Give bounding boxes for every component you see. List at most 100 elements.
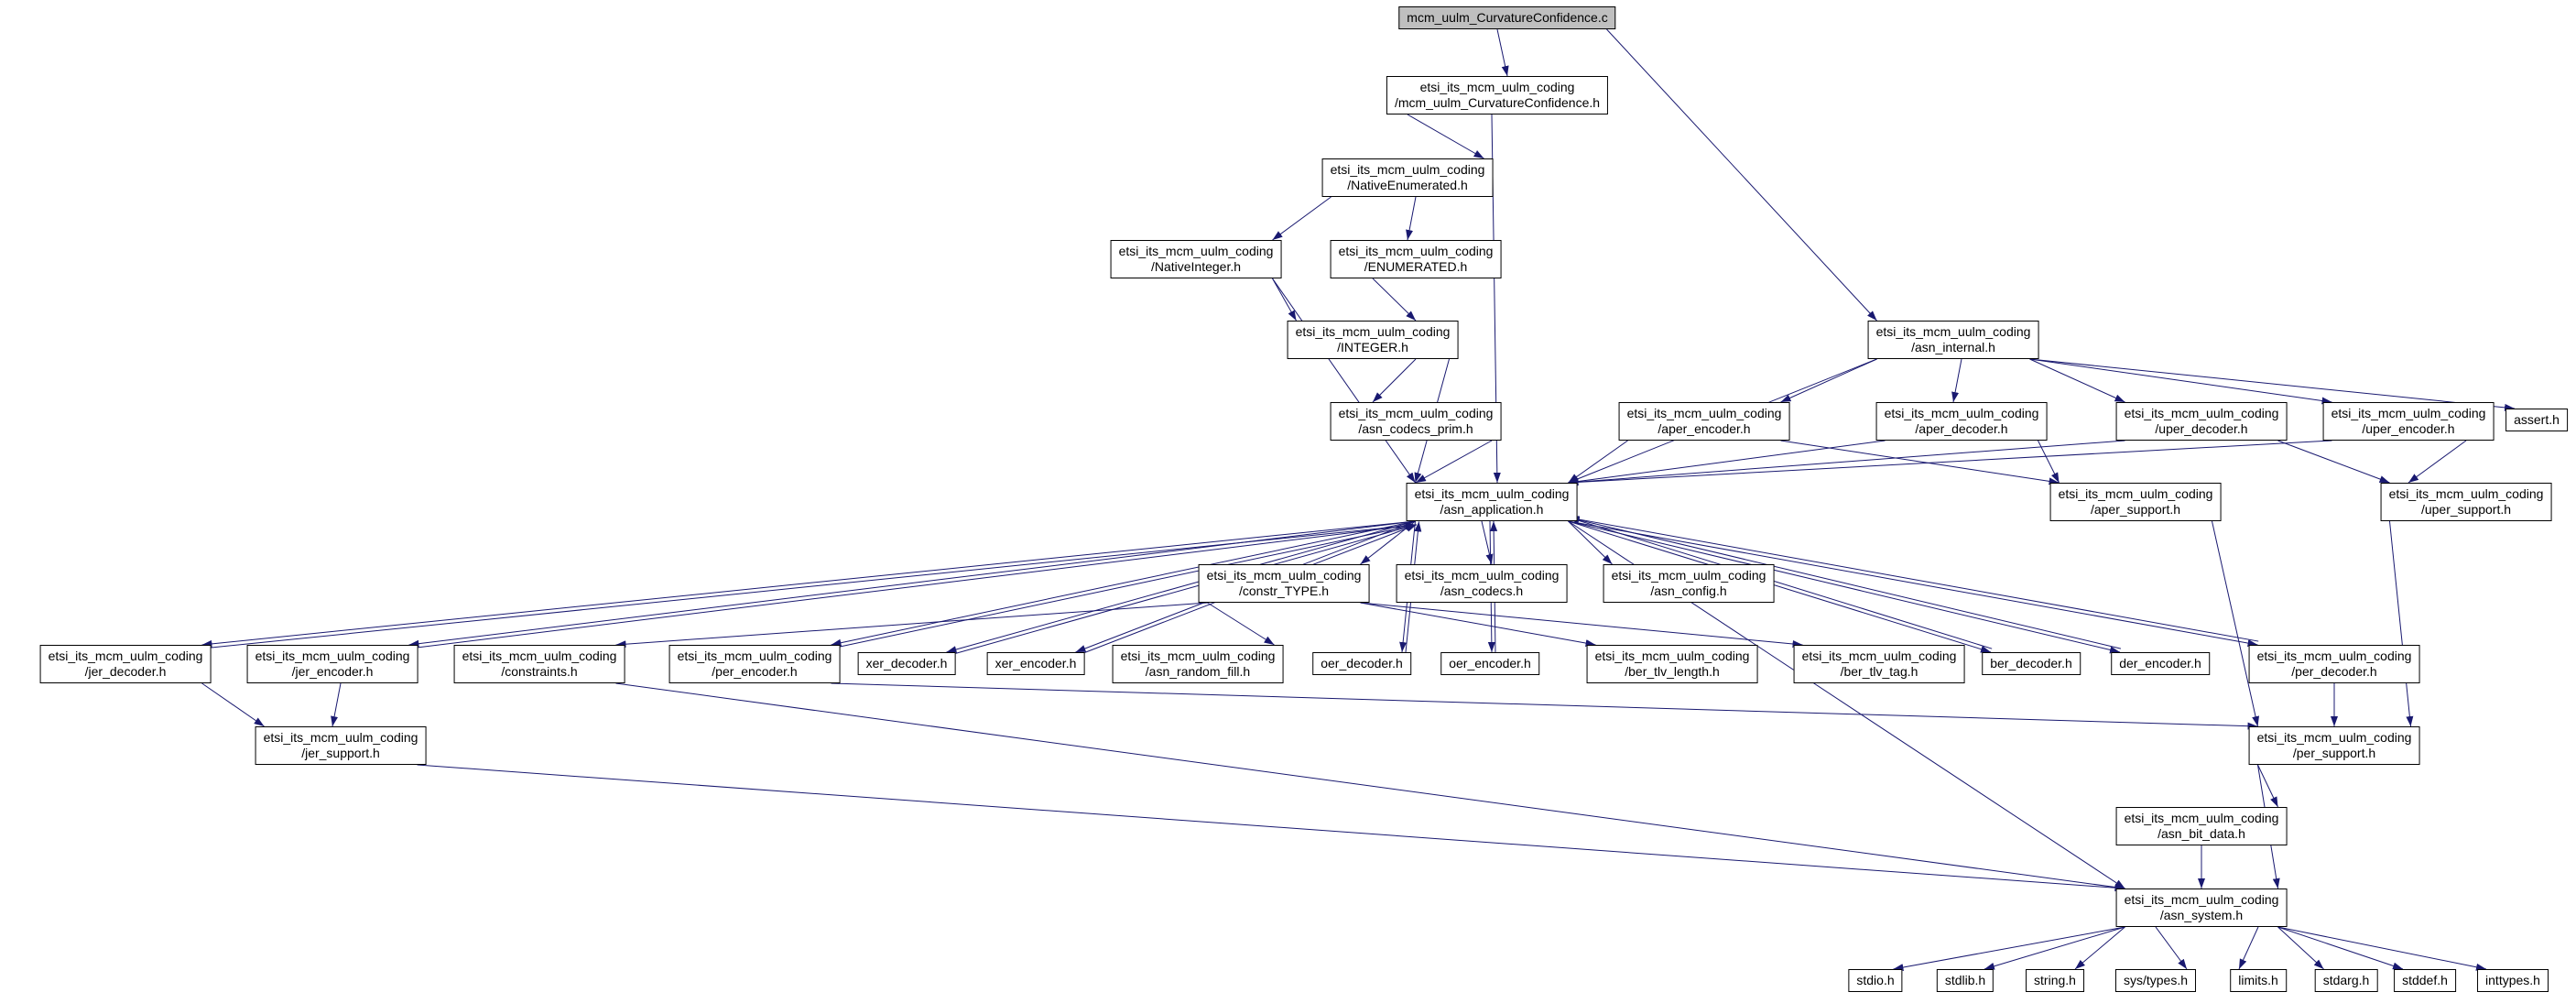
node-label: etsi_its_mcm_uulm_coding [1330,162,1485,177]
graph-node-der_encoder[interactable]: der_encoder.h [2111,652,2210,675]
node-label: etsi_its_mcm_uulm_coding [1404,568,1560,583]
graph-node-xer_encoder[interactable]: xer_encoder.h [986,652,1085,675]
node-label: etsi_its_mcm_uulm_coding [1338,244,1494,258]
graph-node-asn_system[interactable]: etsi_its_mcm_uulm_coding/asn_system.h [2115,889,2288,927]
node-label: etsi_its_mcm_uulm_coding [2124,811,2279,825]
graph-node-native_integer[interactable]: etsi_its_mcm_uulm_coding/NativeInteger.h [1110,240,1282,278]
node-label: etsi_its_mcm_uulm_coding [462,649,617,663]
graph-node-enumerated[interactable]: etsi_its_mcm_uulm_coding/ENUMERATED.h [1330,240,1502,278]
graph-node-aper_support[interactable]: etsi_its_mcm_uulm_coding/aper_support.h [2049,483,2222,521]
graph-node-jer_encoder[interactable]: etsi_its_mcm_uulm_coding/jer_encoder.h [246,645,418,683]
include-edge-aper_encoder-to-asn_application [1568,440,1628,484]
node-label: /NativeEnumerated.h [1347,178,1468,192]
node-label: etsi_its_mcm_uulm_coding [1118,244,1274,258]
node-label: /jer_decoder.h [84,664,167,679]
graph-node-native_enumerated[interactable]: etsi_its_mcm_uulm_coding/NativeEnumerate… [1321,158,1494,197]
include-edge-jer_support-to-asn_system [417,764,2125,892]
include-edge-asn_system-to-stddef [2277,926,2404,970]
node-label: etsi_its_mcm_uulm_coding [1419,80,1575,94]
graph-node-aper_encoder[interactable]: etsi_its_mcm_uulm_coding/aper_encoder.h [1618,402,1790,441]
graph-node-oer_decoder[interactable]: oer_decoder.h [1312,652,1411,675]
graph-node-asn_codecs_prim[interactable]: etsi_its_mcm_uulm_coding/asn_codecs_prim… [1330,402,1502,441]
graph-node-stdlib[interactable]: stdlib.h [1936,969,1994,992]
include-edge-per_encoder-to-per_support [831,682,2258,730]
node-label: /aper_decoder.h [1915,421,2008,436]
node-label: der_encoder.h [2119,656,2201,670]
include-edge-asn_internal-to-assert [2029,358,2516,411]
include-edge-aper_encoder-to-aper_support [1780,440,2060,485]
graph-node-asn_random_fill[interactable]: etsi_its_mcm_uulm_coding/asn_random_fill… [1112,645,1284,683]
graph-node-aper_decoder[interactable]: etsi_its_mcm_uulm_coding/aper_decoder.h [1875,402,2048,441]
include-edge-asn_system-to-inttypes [2277,926,2487,971]
node-label: etsi_its_mcm_uulm_coding [1120,649,1276,663]
node-label: /NativeInteger.h [1150,259,1242,274]
include-edge-asn_codecs_prim-to-asn_application [1415,440,1493,484]
graph-node-oer_encoder[interactable]: oer_encoder.h [1440,652,1539,675]
node-label: /asn_codecs.h [1440,583,1524,598]
include-edge-constr_type-to-ber_tlv_tag [1360,602,1803,648]
graph-node-jer_support[interactable]: etsi_its_mcm_uulm_coding/jer_support.h [255,726,427,765]
graph-node-uper_encoder[interactable]: etsi_its_mcm_uulm_coding/uper_encoder.h [2322,402,2494,441]
node-label: /asn_config.h [1650,583,1727,598]
graph-node-per_encoder[interactable]: etsi_its_mcm_uulm_coding/per_encoder.h [668,645,841,683]
node-label: /per_support.h [2292,746,2376,760]
node-label: stdarg.h [2322,973,2370,987]
node-label: xer_decoder.h [865,656,948,670]
graph-node-stdarg[interactable]: stdarg.h [2314,969,2378,992]
graph-node-per_support[interactable]: etsi_its_mcm_uulm_coding/per_support.h [2248,726,2420,765]
node-label: /asn_internal.h [1911,340,1995,354]
graph-node-uper_decoder[interactable]: etsi_its_mcm_uulm_coding/uper_decoder.h [2115,402,2288,441]
include-edge-per_decoder-to-asn_application [1569,516,2259,642]
graph-node-sys_types[interactable]: sys/types.h [2114,969,2197,992]
graph-node-ber_tlv_tag[interactable]: etsi_its_mcm_uulm_coding/ber_tlv_tag.h [1793,645,1965,683]
graph-node-constr_type[interactable]: etsi_its_mcm_uulm_coding/constr_TYPE.h [1198,564,1370,603]
node-label: etsi_its_mcm_uulm_coding [1884,406,2039,420]
node-label: etsi_its_mcm_uulm_coding [1206,568,1362,583]
graph-node-uper_support[interactable]: etsi_its_mcm_uulm_coding/uper_support.h [2380,483,2552,521]
include-edge-asn_system-to-stdarg [2277,926,2324,970]
include-edge-jer_decoder-to-jer_support [201,682,265,727]
node-label: etsi_its_mcm_uulm_coding [1414,486,1570,501]
graph-node-xer_decoder[interactable]: xer_decoder.h [857,652,956,675]
graph-node-asn_bit_data[interactable]: etsi_its_mcm_uulm_coding/asn_bit_data.h [2115,807,2288,845]
graph-node-cc_h[interactable]: etsi_its_mcm_uulm_coding/mcm_uulm_Curvat… [1386,76,1609,114]
node-label: etsi_its_mcm_uulm_coding [2124,406,2279,420]
graph-node-inttypes[interactable]: inttypes.h [2477,969,2549,992]
graph-node-ber_decoder[interactable]: ber_decoder.h [1982,652,2081,675]
node-label: /ENUMERATED.h [1364,259,1468,274]
graph-node-string[interactable]: string.h [2026,969,2084,992]
node-label: etsi_its_mcm_uulm_coding [255,649,410,663]
include-edge-asn_application-to-per_decoder [1568,520,2258,647]
node-label: etsi_its_mcm_uulm_coding [1875,324,2031,339]
graph-node-assert[interactable]: assert.h [2505,409,2568,431]
graph-node-jer_decoder[interactable]: etsi_its_mcm_uulm_coding/jer_decoder.h [39,645,212,683]
graph-node-stdio[interactable]: stdio.h [1848,969,1903,992]
include-edge-asn_system-to-sys_types [2155,926,2188,970]
include-edge-uper_decoder-to-uper_support [2277,440,2390,484]
graph-node-limits[interactable]: limits.h [2230,969,2287,992]
graph-node-asn_internal[interactable]: etsi_its_mcm_uulm_coding/asn_internal.h [1867,321,2039,359]
graph-node-asn_codecs[interactable]: etsi_its_mcm_uulm_coding/asn_codecs.h [1396,564,1568,603]
include-edge-enumerated-to-integer [1372,278,1417,322]
include-edge-asn_application-to-xer_decoder [946,520,1416,653]
node-label: /mcm_uulm_CurvatureConfidence.h [1394,95,1601,110]
include-edge-asn_application-to-ber_decoder [1568,520,1992,653]
graph-node-asn_application[interactable]: etsi_its_mcm_uulm_coding/asn_application… [1406,483,1578,521]
graph-node-integer[interactable]: etsi_its_mcm_uulm_coding/INTEGER.h [1287,321,1459,359]
graph-node-ber_tlv_length[interactable]: etsi_its_mcm_uulm_coding/ber_tlv_length.… [1586,645,1758,683]
include-edge-aper_decoder-to-aper_support [2038,440,2060,484]
graph-node-asn_config[interactable]: etsi_its_mcm_uulm_coding/asn_config.h [1603,564,1775,603]
node-label: etsi_its_mcm_uulm_coding [2124,892,2279,907]
graph-node-stddef[interactable]: stddef.h [2394,969,2456,992]
node-label: etsi_its_mcm_uulm_coding [263,730,418,745]
include-edge-constr_type-to-asn_random_fill [1207,602,1275,646]
node-label: xer_encoder.h [995,656,1077,670]
graph-node-per_decoder[interactable]: etsi_its_mcm_uulm_coding/per_decoder.h [2248,645,2420,683]
include-edge-per_encoder-to-asn_application [831,523,1417,649]
graph-node-constraints[interactable]: etsi_its_mcm_uulm_coding/constraints.h [453,645,625,683]
node-label: etsi_its_mcm_uulm_coding [1338,406,1494,420]
node-label: /asn_random_fill.h [1145,664,1251,679]
include-edge-asn_application-to-asn_config [1568,520,1613,565]
node-label: etsi_its_mcm_uulm_coding [677,649,832,663]
include-edge-jer_encoder-to-jer_support [331,682,342,727]
